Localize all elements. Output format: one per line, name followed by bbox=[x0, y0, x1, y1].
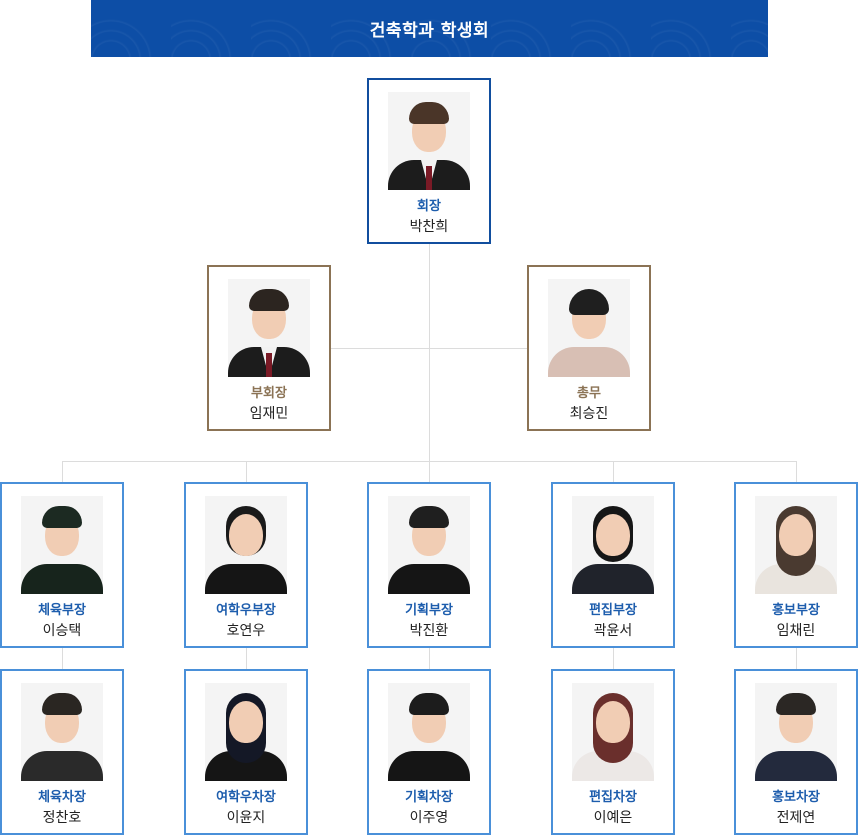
connector-dept-4 bbox=[613, 461, 614, 482]
general-affairs-card: 총무 최승진 bbox=[527, 265, 651, 431]
member-photo bbox=[388, 496, 470, 594]
member-photo bbox=[388, 683, 470, 781]
deputy-card-female-students: 여학우차장 이윤지 bbox=[184, 669, 308, 835]
page-title: 건축학과 학생회 bbox=[369, 21, 490, 41]
connector-exec-horizontal bbox=[331, 348, 527, 349]
role-label: 편집부장 bbox=[589, 603, 637, 618]
deputy-card-sports: 체육차장 정찬호 bbox=[0, 669, 124, 835]
member-name: 호연우 bbox=[226, 623, 266, 639]
dept-head-card-editing: 편집부장 곽윤서 bbox=[551, 482, 675, 648]
member-name: 박찬희 bbox=[409, 219, 449, 235]
member-name: 최승진 bbox=[569, 406, 609, 422]
role-label: 기획차장 bbox=[405, 790, 453, 805]
member-photo bbox=[205, 683, 287, 781]
role-label: 총무 bbox=[577, 386, 601, 401]
member-name: 임재민 bbox=[249, 406, 289, 422]
role-label: 홍보부장 bbox=[772, 603, 820, 618]
connector-deputy-2 bbox=[246, 648, 247, 669]
dept-head-card-promotion: 홍보부장 임채린 bbox=[734, 482, 858, 648]
connector-deputy-4 bbox=[613, 648, 614, 669]
member-photo bbox=[21, 683, 103, 781]
president-photo bbox=[388, 92, 470, 190]
member-name: 전제연 bbox=[776, 810, 816, 826]
connector-dept-5 bbox=[796, 461, 797, 482]
role-label: 여학우부장 bbox=[216, 603, 276, 618]
role-label: 기획부장 bbox=[405, 603, 453, 618]
connector-dept-2 bbox=[246, 461, 247, 482]
member-photo bbox=[572, 496, 654, 594]
vice-president-card: 부회장 임재민 bbox=[207, 265, 331, 431]
connector-deputy-5 bbox=[796, 648, 797, 669]
member-name: 정찬호 bbox=[42, 810, 82, 826]
general-affairs-photo bbox=[548, 279, 630, 377]
role-label: 편집차장 bbox=[589, 790, 637, 805]
member-name: 이윤지 bbox=[226, 810, 266, 826]
member-name: 곽윤서 bbox=[593, 623, 633, 639]
connector-dept-horizontal bbox=[62, 461, 797, 462]
deputy-card-promotion: 홍보차장 전제연 bbox=[734, 669, 858, 835]
deputy-card-editing: 편집차장 이예은 bbox=[551, 669, 675, 835]
role-label: 부회장 bbox=[251, 386, 287, 401]
dept-head-card-sports: 체육부장 이승택 bbox=[0, 482, 124, 648]
member-photo bbox=[572, 683, 654, 781]
member-name: 이주영 bbox=[409, 810, 449, 826]
member-name: 이승택 bbox=[42, 623, 82, 639]
president-card: 회장 박찬희 bbox=[367, 78, 491, 244]
member-name: 박진환 bbox=[409, 623, 449, 639]
role-label: 홍보차장 bbox=[772, 790, 820, 805]
member-name: 이예은 bbox=[593, 810, 633, 826]
header-banner: 건축학과 학생회 bbox=[91, 0, 768, 57]
connector-center-vertical bbox=[429, 244, 430, 482]
vice-president-photo bbox=[228, 279, 310, 377]
dept-head-card-planning: 기획부장 박진환 bbox=[367, 482, 491, 648]
member-photo bbox=[755, 496, 837, 594]
connector-deputy-1 bbox=[62, 648, 63, 669]
member-photo bbox=[205, 496, 287, 594]
role-label: 체육부장 bbox=[38, 603, 86, 618]
deputy-card-planning: 기획차장 이주영 bbox=[367, 669, 491, 835]
connector-deputy-3 bbox=[429, 648, 430, 669]
member-photo bbox=[755, 683, 837, 781]
member-photo bbox=[21, 496, 103, 594]
member-name: 임채린 bbox=[776, 623, 816, 639]
role-label: 회장 bbox=[417, 199, 441, 214]
connector-dept-1 bbox=[62, 461, 63, 482]
dept-head-card-female-students: 여학우부장 호연우 bbox=[184, 482, 308, 648]
role-label: 여학우차장 bbox=[216, 790, 276, 805]
role-label: 체육차장 bbox=[38, 790, 86, 805]
